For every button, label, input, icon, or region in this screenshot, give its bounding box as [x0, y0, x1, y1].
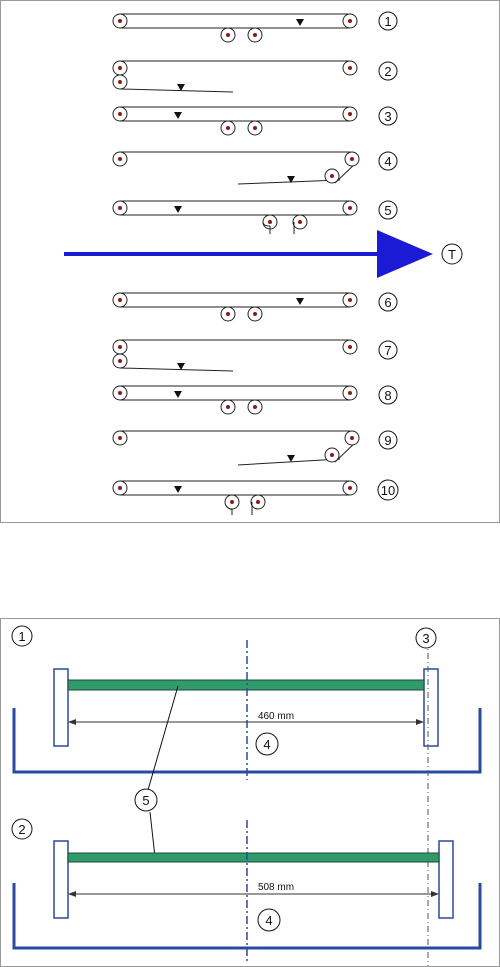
center-badge-lower: 4: [258, 909, 280, 931]
panel-badge-2: 2: [12, 819, 32, 839]
svg-text:6: 6: [384, 295, 391, 310]
svg-text:8: 8: [384, 388, 391, 403]
step-badge-4: 4: [379, 152, 397, 170]
svg-text:2: 2: [384, 64, 391, 79]
center-badge-upper: 4: [256, 733, 278, 755]
svg-text:1: 1: [384, 14, 391, 29]
step-badge-9: 9: [379, 431, 397, 449]
svg-text:3: 3: [422, 631, 429, 646]
side-plate-left: [54, 669, 68, 746]
svg-text:5: 5: [384, 203, 391, 218]
svg-text:4: 4: [265, 913, 272, 928]
time-badge: T: [442, 244, 462, 264]
svg-text:T: T: [448, 247, 456, 262]
step-badge-3: 3: [379, 107, 397, 125]
svg-text:7: 7: [384, 343, 391, 358]
side-plate-left: [54, 841, 68, 918]
step-badge-10: 10: [378, 480, 398, 500]
step-badge-1: 1: [379, 12, 397, 30]
dimension-label: 460 mm: [258, 711, 294, 722]
svg-text:1: 1: [18, 629, 25, 644]
roller-callout-badge: 5: [135, 789, 157, 811]
svg-text:2: 2: [18, 822, 25, 837]
step-badge-6: 6: [379, 293, 397, 311]
step-badge-8: 8: [379, 386, 397, 404]
panel-badge-1: 1: [12, 626, 32, 646]
step-badge-2: 2: [379, 62, 397, 80]
svg-text:10: 10: [381, 483, 395, 498]
side-plate-right: [424, 669, 438, 746]
roller: [68, 853, 439, 862]
roller: [68, 680, 424, 690]
svg-text:5: 5: [142, 793, 149, 808]
reference-badge-3: 3: [416, 628, 436, 648]
step-badge-5: 5: [379, 201, 397, 219]
svg-text:4: 4: [384, 154, 391, 169]
step-badge-7: 7: [379, 341, 397, 359]
top-panel-frame: [1, 1, 500, 523]
dimension-label: 508 mm: [258, 882, 294, 893]
svg-text:9: 9: [384, 433, 391, 448]
side-plate-right: [439, 841, 453, 918]
svg-text:3: 3: [384, 109, 391, 124]
svg-text:4: 4: [263, 737, 270, 752]
